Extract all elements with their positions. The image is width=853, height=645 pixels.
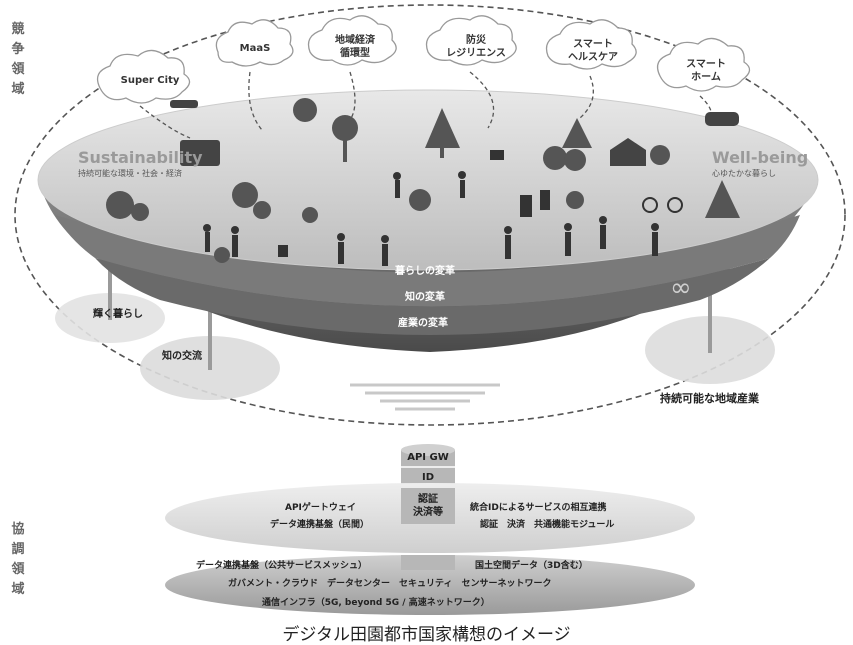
pillar-left-top (108, 255, 112, 320)
gateway-auth-payment: 認証 決済等 (413, 494, 443, 518)
platform-common-modules: 認証 決済 共通機能モジュール (480, 520, 615, 530)
base-cloud-datacenter: ガバメント・クラウド データセンター セキュリティ センサーネットワーク (228, 579, 552, 589)
infrastructure-base (165, 555, 695, 615)
clouds (96, 15, 751, 104)
sustainability-title: Sustainability (78, 148, 203, 167)
cloud-disaster-resilience (425, 15, 517, 66)
layer-label-industry: 産業の変革 (398, 318, 448, 329)
cloud-label-regional-economy: 地域経済 循環型 (335, 35, 375, 59)
bowl-band-2 (95, 258, 770, 335)
cloud-label-maas: MaaS (239, 43, 271, 54)
base-spatial-data: 国土空間データ（3D含む） (475, 561, 588, 571)
base-public-service-mesh: データ連携基盤（公共サービスメッシュ） (196, 561, 368, 571)
cloud-connectors (139, 71, 712, 139)
figure-caption: デジタル田園都市国家構想のイメージ (282, 625, 571, 645)
platform-data-link-private: データ連携基盤（民間） (270, 520, 370, 530)
cloud-smart-healthcare (545, 19, 637, 70)
people-icons (203, 150, 683, 266)
support-label-industry: 持続可能な地域産業 (660, 392, 759, 405)
support-label-knowledge: 知の交流 (162, 351, 202, 362)
infinity-icon: ∞ (670, 273, 692, 303)
base-network-infra: 通信インフラ（5G, beyond 5G / 高速ネットワーク） (262, 598, 490, 608)
support-label-lifestyle: 輝く暮らし (93, 309, 143, 320)
bowl-band-1 (55, 215, 800, 307)
cloud-label-smart-home: スマート ホーム (686, 59, 726, 83)
pillar-left-bottom (208, 280, 212, 370)
bowl-top (37, 89, 819, 271)
wellbeing-subtitle: 心ゆたかな暮らし (712, 169, 776, 178)
cloud-smart-home (656, 37, 751, 92)
competition-boundary (14, 4, 846, 426)
gateway-api-gw: API GW (407, 452, 449, 463)
pillar-right (708, 275, 712, 353)
cloud-super-city (96, 49, 191, 104)
vehicle-icons (170, 100, 739, 166)
platform-api-gateway: APIゲートウェイ (285, 503, 356, 513)
cloud-label-smart-healthcare: スマート ヘルスケア (568, 39, 618, 63)
shadow-lines (350, 383, 500, 411)
tree-icons (106, 98, 740, 263)
cooperation-area-label: 協調領域 (11, 522, 25, 597)
gateway-id: ID (421, 472, 435, 483)
wellbeing-title: Well-being (712, 148, 809, 167)
layer-label-lifestyle: 暮らしの変革 (395, 266, 455, 277)
competition-area-label: 競争領域 (11, 22, 25, 97)
sustainability-subtitle: 持続可能な環境・社会・経済 (78, 169, 182, 178)
platform-integrated-id: 統合IDによるサービスの相互連携 (470, 503, 607, 513)
layer-label-knowledge: 知の変革 (405, 292, 445, 303)
cloud-regional-economy (307, 15, 397, 66)
cloud-label-disaster-resilience: 防災 レジリエンス (446, 35, 506, 59)
cloud-label-super-city: Super City (120, 75, 180, 86)
cloud-maas (215, 19, 294, 67)
